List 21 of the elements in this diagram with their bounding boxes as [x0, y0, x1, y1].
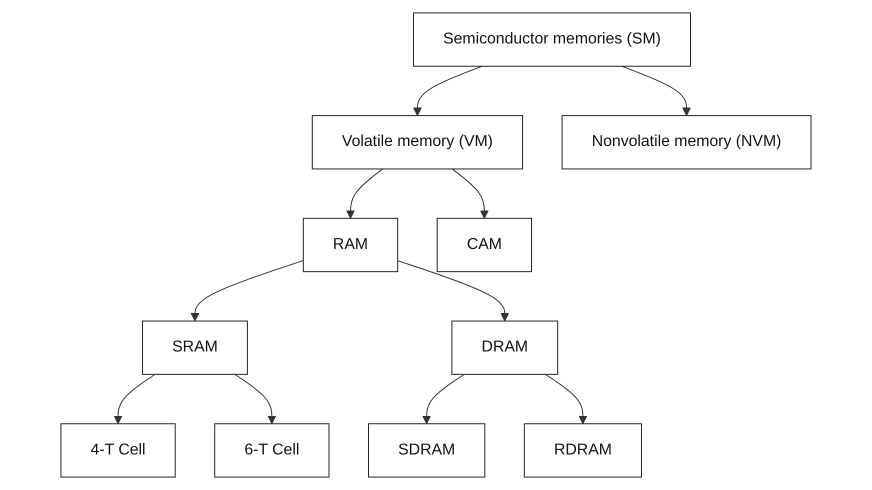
arrow	[422, 374, 465, 424]
node-box: RDRAM	[524, 423, 642, 478]
node-box: Semiconductor memories (SM)	[413, 12, 692, 67]
arrow	[452, 168, 489, 219]
arrow	[346, 168, 384, 219]
node-box: SDRAM	[368, 423, 486, 478]
node-box: SRAM	[142, 320, 248, 375]
node-box: Volatile memory (VM)	[312, 115, 524, 170]
arrow	[114, 374, 156, 424]
arrow	[234, 374, 276, 424]
node-box: CAM	[436, 218, 532, 272]
arrow	[190, 260, 304, 322]
arrow	[413, 66, 483, 116]
node-box: 6-T Cell	[214, 423, 330, 478]
node-box: DRAM	[451, 320, 558, 375]
arrow	[544, 374, 588, 424]
node-box: RAM	[302, 218, 398, 272]
node-box: Nonvolatile memory (NVM)	[562, 115, 812, 170]
arrow	[397, 260, 510, 322]
node-box: 4-T Cell	[60, 423, 176, 478]
arrow	[621, 66, 691, 116]
